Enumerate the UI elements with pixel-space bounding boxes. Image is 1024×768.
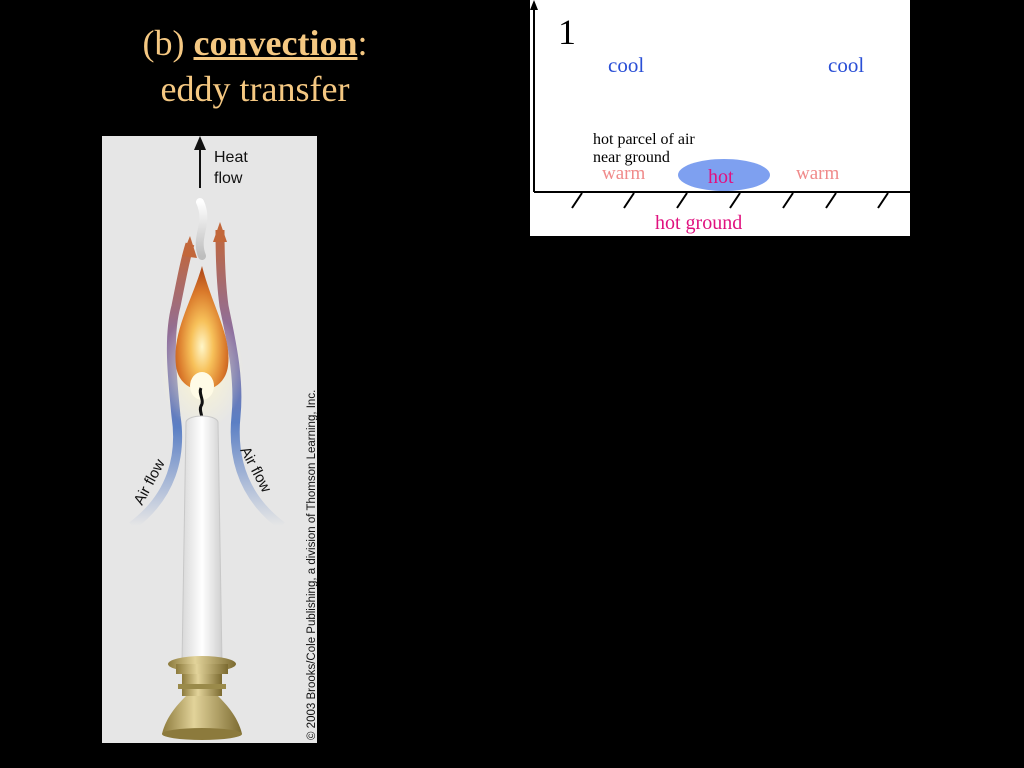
copyright-notice: © 2003 Brooks/Cole Publishing, a divisio… [306, 390, 317, 740]
air-flow-arrowhead-left [182, 236, 197, 258]
heat-flow-label-line1: Heat [214, 149, 248, 166]
candle-illustration: Heat flow Air flow Air flow © 2003 Brook… [129, 136, 317, 740]
slide-title: (b) convection: eddy transfer [60, 20, 450, 112]
warm-label-left: warm [602, 163, 645, 184]
holder-base [162, 696, 242, 734]
flame [175, 266, 229, 390]
vertical-axis-arrowhead [530, 0, 538, 10]
cool-label-left: cool [608, 53, 644, 77]
title-keyword: convection [193, 23, 358, 63]
wick [198, 387, 204, 420]
holder-cup [176, 664, 228, 674]
parcel-caption-line2: near ground [593, 149, 670, 166]
air-flow-arrowhead-right [213, 222, 227, 242]
hot-air-parcel [678, 159, 770, 191]
ground-hatching [571, 192, 889, 209]
warm-label-right: warm [796, 163, 839, 184]
cool-label-right: cool [828, 53, 864, 77]
flame-core [190, 372, 214, 400]
holder-ring [178, 684, 226, 689]
heat-flow-arrowhead [194, 136, 206, 150]
holder-foot [162, 728, 242, 740]
parcel-diagram: 1 cool cool hot parcel of air near groun… [530, 0, 910, 236]
smoke-wisp [195, 198, 208, 260]
parcel-diagram-svg: 1 cool cool hot parcel of air near groun… [530, 0, 910, 234]
title-colon: : [357, 23, 368, 63]
candle-wax [181, 415, 223, 665]
step-number: 1 [558, 12, 576, 52]
hot-label: hot [708, 166, 734, 188]
title-subtitle: eddy transfer [160, 69, 350, 109]
title-line: (b) convection: [60, 20, 450, 66]
parcel-caption-line1: hot parcel of air [593, 131, 695, 148]
title-prefix: (b) [142, 23, 194, 63]
candle-figure: Heat flow Air flow Air flow © 2003 Brook… [102, 136, 317, 743]
heat-flow-label-line2: flow [214, 170, 243, 187]
ground-label: hot ground [655, 212, 742, 234]
